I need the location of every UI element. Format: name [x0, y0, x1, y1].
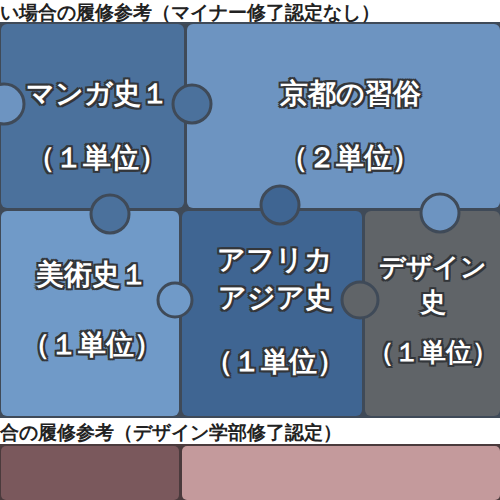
credit-count: （１単位） — [27, 139, 167, 177]
puzzle-piece: 美術史１ （１単位） — [12, 240, 172, 380]
course-name: 美術史１ — [36, 256, 148, 294]
course-name: 京都の習俗 — [280, 75, 421, 113]
course-name: デザイン史 — [368, 250, 498, 319]
section-heading: 合の履修参考（デザイン学部修了認定） — [0, 420, 342, 446]
section-heading: い場合の履修参考（マイナー修了認定なし） — [0, 0, 380, 26]
credit-count: （１単位） — [368, 335, 498, 369]
puzzle-piece: アフリカアジア史 （１単位） — [200, 228, 350, 394]
puzzle-piece: デザイン史 （１単位） — [368, 242, 498, 378]
puzzle-piece: 京都の習俗 （２単位） — [230, 62, 470, 190]
credit-count: （２単位） — [280, 139, 420, 177]
credit-count: （１単位） — [22, 326, 162, 364]
course-name: マンガ史１ — [26, 75, 169, 113]
puzzle-piece: マンガ史１ （１単位） — [22, 62, 172, 190]
credit-count: （１単位） — [205, 343, 345, 381]
course-name: アフリカアジア史 — [212, 241, 338, 317]
